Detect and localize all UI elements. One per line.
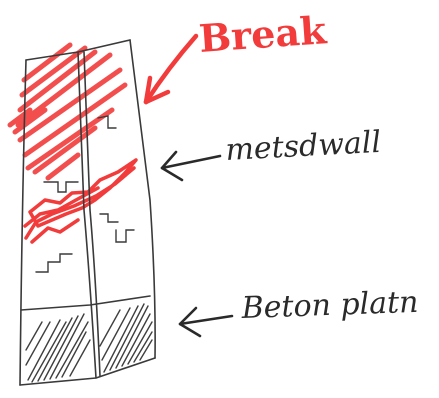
beton-plate-hatching <box>25 303 153 383</box>
crack-band <box>23 158 138 244</box>
wall-arrow-icon <box>160 150 222 182</box>
wall-details <box>35 115 135 273</box>
break-hatching <box>7 42 128 181</box>
plate-label: Beton platn <box>240 285 419 326</box>
break-label: Break <box>197 7 328 61</box>
wall-label: metsdwall <box>225 125 382 168</box>
wall-outline <box>19 39 156 386</box>
plate-arrow-icon <box>178 306 234 338</box>
break-arrow-icon <box>143 33 199 105</box>
